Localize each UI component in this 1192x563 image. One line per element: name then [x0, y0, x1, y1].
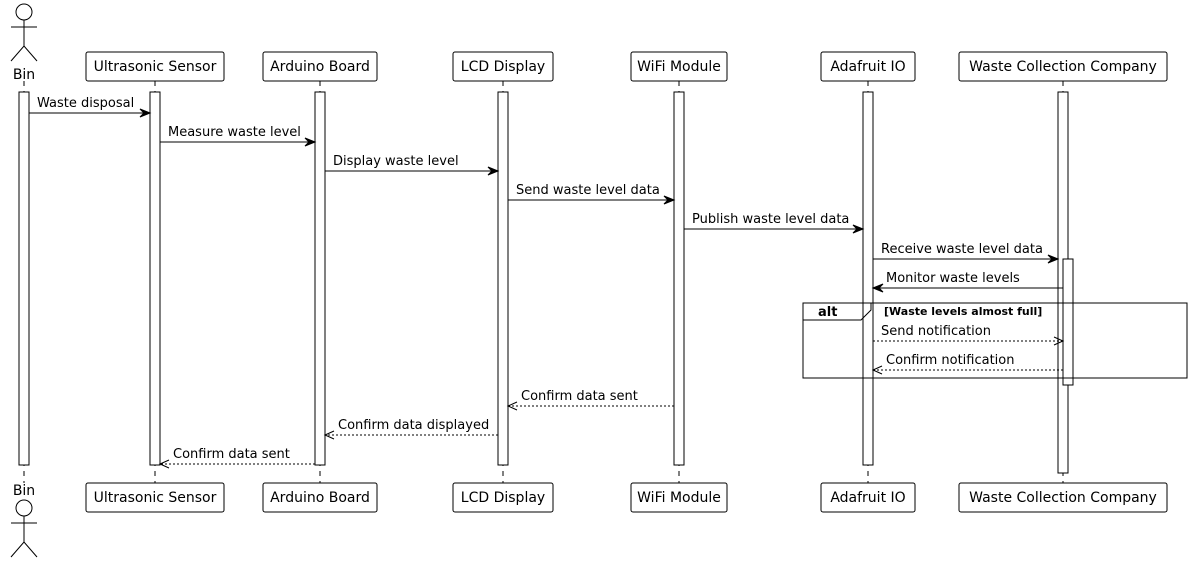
activation-bar-adafruit [862, 91, 874, 466]
participant-lcd-bottom: LCD Display [452, 482, 554, 513]
message-label: Confirm data displayed [338, 418, 489, 433]
alt-fragment: alt [Waste levels almost full] [802, 302, 1188, 379]
participant-lcd-top: LCD Display [452, 51, 554, 82]
arrowhead-filled [139, 108, 152, 118]
arrowhead-open [1053, 336, 1065, 346]
participant-box [85, 51, 225, 82]
message-4: Send waste level data [508, 183, 676, 205]
participant-box [630, 482, 728, 513]
message-12: Confirm data sent [158, 447, 315, 469]
activation-bar-bin [18, 91, 30, 466]
message-label: Confirm data sent [173, 447, 290, 462]
arrowhead-filled [663, 195, 676, 205]
participant-company-bottom: Waste Collection Company [958, 482, 1168, 513]
arrowhead-filled [304, 137, 317, 147]
participant-box [262, 482, 378, 513]
participant-label: Arduino Board [270, 490, 370, 506]
arrowhead-filled [852, 224, 865, 234]
actor-head [15, 3, 33, 21]
participant-box [958, 51, 1168, 82]
participant-label: Adafruit IO [830, 490, 905, 506]
message-1: Waste disposal [29, 96, 152, 118]
participant-label: Arduino Board [270, 59, 370, 75]
alt-frame [802, 302, 1188, 379]
message-label: Receive waste level data [881, 242, 1043, 257]
message-label: Display waste level [333, 154, 459, 169]
arrowhead-filled [487, 166, 500, 176]
arrowhead-open [871, 365, 883, 375]
participant-box [820, 51, 916, 82]
arrowhead-filled [871, 283, 884, 293]
participant-adafruit-bottom: Adafruit IO [820, 482, 916, 513]
participant-box [452, 482, 554, 513]
message-2: Measure waste level [160, 125, 317, 147]
message-9: Confirm notification [871, 353, 1063, 375]
participant-label: WiFi Module [637, 490, 721, 506]
alt-frame-tab [803, 303, 872, 321]
actor-legs [10, 45, 38, 62]
participant-bin-top: Bin [10, 3, 38, 83]
participant-label: LCD Display [461, 59, 545, 75]
message-label: Waste disposal [37, 96, 134, 111]
participant-company-top: Waste Collection Company [958, 51, 1168, 82]
participant-wifi-top: WiFi Module [630, 51, 728, 82]
message-label: Confirm data sent [521, 389, 638, 404]
arrowhead-open [323, 430, 335, 440]
message-8: Send notification [873, 324, 1065, 346]
message-11: Confirm data displayed [323, 418, 498, 440]
activation-bar-company [1062, 258, 1074, 386]
participant-arduino-top: Arduino Board [262, 51, 378, 82]
message-5: Publish waste level data [684, 212, 865, 234]
message-label: Send waste level data [516, 183, 660, 198]
message-label: Monitor waste levels [886, 271, 1020, 286]
message-label: Measure waste level [168, 125, 301, 140]
participant-bin-bottom: Bin [10, 483, 38, 558]
arrowhead-open [158, 459, 170, 469]
participant-label: Ultrasonic Sensor [94, 490, 217, 506]
participant-label: Adafruit IO [830, 59, 905, 75]
alt-guard: [Waste levels almost full] [884, 305, 1042, 318]
participant-box [262, 51, 378, 82]
message-3: Display waste level [325, 154, 500, 176]
activation-bar-arduino [314, 91, 326, 466]
activation-bar-sensor [149, 91, 161, 466]
participant-box [820, 482, 916, 513]
message-10: Confirm data sent [506, 389, 674, 411]
participant-label: Bin [13, 67, 35, 83]
activation-bar-wifi [673, 91, 685, 466]
participant-label: Bin [13, 483, 35, 499]
message-label: Send notification [881, 324, 991, 339]
arrowhead-open [506, 401, 518, 411]
message-6: Receive waste level data [873, 242, 1060, 264]
message-label: Confirm notification [886, 353, 1014, 368]
alt-keyword: alt [818, 305, 837, 320]
participant-wifi-bottom: WiFi Module [630, 482, 728, 513]
participant-sensor-top: Ultrasonic Sensor [85, 51, 225, 82]
participant-box [452, 51, 554, 82]
participant-label: Waste Collection Company [969, 490, 1157, 506]
activation-bar-lcd [497, 91, 509, 466]
participant-label: Ultrasonic Sensor [94, 59, 217, 75]
participant-label: Waste Collection Company [969, 59, 1157, 75]
participant-arduino-bottom: Arduino Board [262, 482, 378, 513]
participant-label: WiFi Module [637, 59, 721, 75]
participant-sensor-bottom: Ultrasonic Sensor [85, 482, 225, 513]
arrowhead-filled [1047, 254, 1060, 264]
actor-head [15, 499, 33, 517]
participant-adafruit-top: Adafruit IO [820, 51, 916, 82]
message-label: Publish waste level data [692, 212, 849, 227]
actor-legs [10, 541, 38, 558]
participant-box [958, 482, 1168, 513]
activation-bars [18, 91, 1074, 474]
participant-box [630, 51, 728, 82]
participant-label: LCD Display [461, 490, 545, 506]
message-7: Monitor waste levels [871, 271, 1063, 293]
participant-box [85, 482, 225, 513]
